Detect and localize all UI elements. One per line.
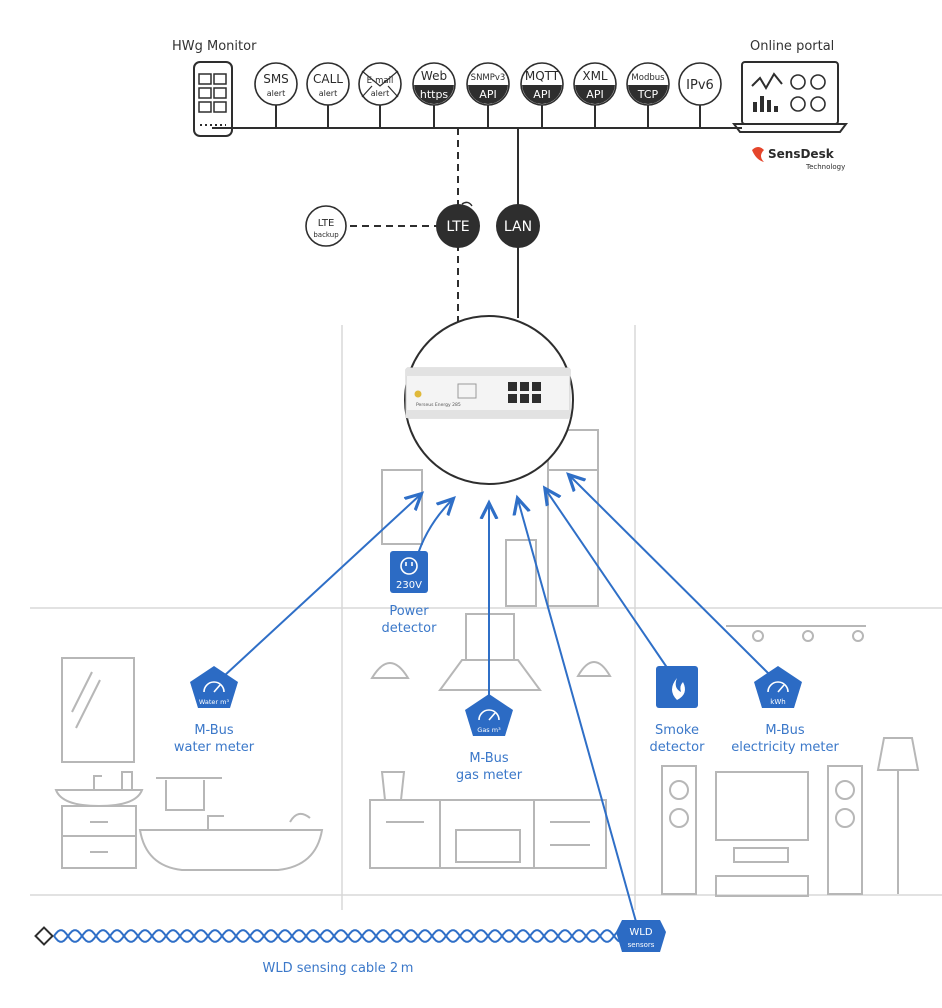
protocol-icon-xml[interactable]: XML API: [573, 62, 617, 128]
protocol-bottom-label: API: [479, 88, 496, 101]
furniture-kitchen: [369, 429, 612, 869]
protocol-icon-call[interactable]: CALL alert: [306, 62, 350, 128]
lte-label: LTE: [446, 219, 469, 235]
lan-node[interactable]: LAN: [496, 204, 540, 248]
power-label-2: detector: [382, 621, 438, 636]
sensor-links: [223, 476, 771, 937]
smoke-detector-sensor[interactable]: [656, 666, 698, 708]
water-meter-sensor[interactable]: Water m³: [190, 666, 238, 708]
electricity-badge: kWh: [770, 698, 785, 706]
wld-cable-label: WLD sensing cable 2 m: [263, 961, 414, 976]
gas-meter-sensor[interactable]: Gas m³: [465, 694, 513, 736]
protocol-top-label: Modbus: [631, 73, 665, 83]
protocol-top-label: SNMPv3: [471, 73, 506, 83]
perseus-device[interactable]: Perseus Energy 285: [404, 315, 574, 485]
phone-icon[interactable]: [193, 61, 233, 137]
protocol-icon-web[interactable]: Web https: [412, 62, 456, 128]
hwg-monitor-title: HWg Monitor: [172, 39, 257, 54]
gas-label-2: gas meter: [456, 768, 523, 783]
water-label-1: M-Bus: [194, 723, 234, 738]
protocol-top-label: E-mail: [367, 76, 394, 86]
electricity-label-1: M-Bus: [765, 723, 805, 738]
protocol-bottom-label: TCP: [637, 88, 659, 101]
protocol-icon-ipv6[interactable]: IPv6: [678, 62, 722, 128]
lte-backup-bottom: backup: [313, 231, 339, 239]
lte-backup-top: LTE: [318, 218, 335, 229]
lte-node[interactable]: LTE: [436, 201, 480, 248]
protocol-bottom-label: https: [420, 88, 449, 101]
electricity-meter-sensor[interactable]: kWh: [754, 666, 802, 708]
wld-sensor-badge[interactable]: WLD sensors: [616, 920, 666, 952]
wld-sensing-cable[interactable]: [34, 926, 621, 946]
protocol-icons: SMS alert CALL alert E-mail alert Web https SNMP…: [254, 62, 722, 128]
water-label-2: water meter: [174, 740, 255, 755]
laptop-icon[interactable]: [732, 61, 848, 133]
brand-name: SensDesk: [768, 147, 835, 161]
protocol-bottom-label: alert: [267, 89, 285, 98]
gas-badge: Gas m³: [477, 726, 501, 734]
protocol-top-label: IPv6: [686, 78, 714, 93]
power-detector-sensor[interactable]: 230V: [390, 551, 428, 593]
brand-subtitle: Technology: [805, 163, 845, 171]
lan-label: LAN: [504, 219, 532, 235]
electricity-label-2: electricity meter: [731, 740, 839, 755]
network-links: [350, 128, 519, 325]
protocol-top-label: Web: [421, 69, 447, 83]
lte-backup-node[interactable]: LTE backup: [305, 205, 347, 247]
protocol-bottom-label: API: [586, 88, 603, 101]
wld-badge-bottom: sensors: [628, 941, 655, 949]
protocol-bottom-label: alert: [319, 89, 337, 98]
smoke-label-2: detector: [650, 740, 706, 755]
protocol-top-label: MQTT: [525, 69, 560, 83]
furniture-living: [661, 625, 920, 897]
smoke-label-1: Smoke: [655, 723, 699, 738]
online-portal-title: Online portal: [750, 39, 834, 54]
furniture-bathroom: [54, 657, 324, 871]
protocol-top-label: CALL: [313, 72, 343, 86]
wld-badge-top: WLD: [629, 927, 652, 938]
protocol-icon-mqtt[interactable]: MQTT API: [520, 62, 564, 128]
gas-label-1: M-Bus: [469, 751, 509, 766]
protocol-bottom-label: API: [533, 88, 550, 101]
protocol-icon-sms[interactable]: SMS alert: [254, 62, 298, 128]
power-badge: 230V: [396, 580, 422, 591]
sensdesk-logo: SensDesk Technology: [752, 147, 845, 171]
device-name: Perseus Energy 285: [416, 402, 461, 408]
water-badge: Water m³: [199, 698, 230, 706]
flame-icon: [672, 678, 685, 700]
protocol-top-label: SMS: [263, 72, 289, 86]
protocol-icon-email[interactable]: E-mail alert: [358, 62, 402, 128]
protocol-bottom-label: alert: [371, 89, 389, 98]
protocol-top-label: XML: [582, 69, 608, 83]
power-label-1: Power: [389, 604, 429, 619]
